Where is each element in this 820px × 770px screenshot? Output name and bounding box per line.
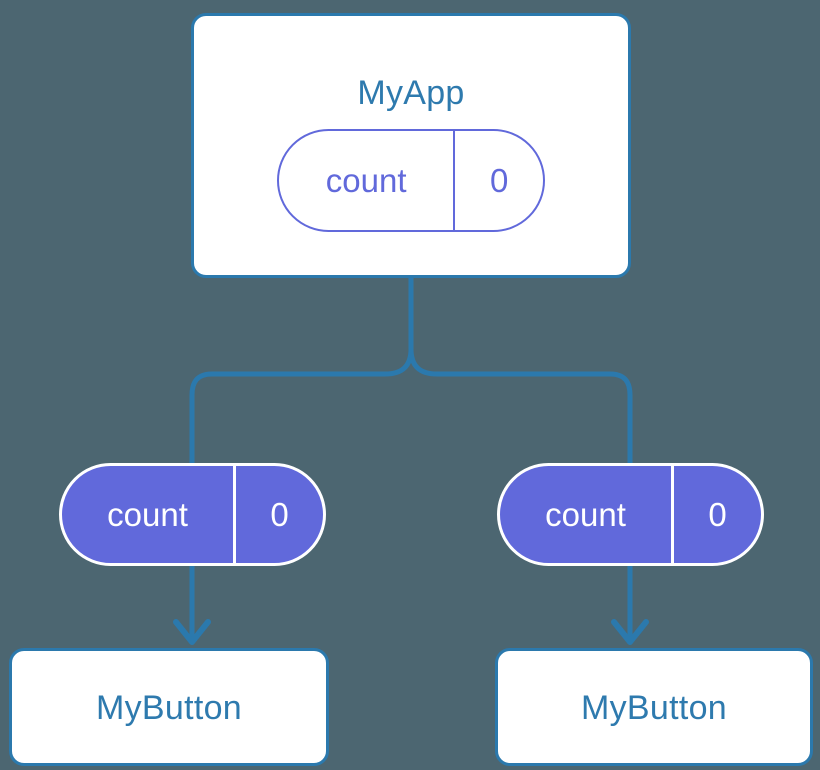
component-box-mybutton-left[interactable]: MyButton bbox=[9, 648, 329, 766]
prop-pill-right-count[interactable]: count 0 bbox=[497, 463, 764, 566]
prop-pill-left-key: count bbox=[62, 466, 237, 563]
state-pill-key: count bbox=[279, 131, 456, 230]
arrow-down-icon-right bbox=[611, 619, 649, 645]
prop-pill-right-key: count bbox=[500, 466, 675, 563]
component-title-mybutton-left: MyButton bbox=[95, 689, 243, 727]
component-title-mybutton-right: MyButton bbox=[580, 689, 728, 727]
prop-pill-left-value: 0 bbox=[270, 495, 289, 533]
component-title-myapp: MyApp bbox=[357, 74, 465, 112]
arrow-down-icon-left bbox=[173, 619, 211, 645]
prop-pill-right-value: 0 bbox=[708, 495, 727, 533]
branch-connector-right bbox=[408, 348, 633, 466]
branch-connector-left bbox=[189, 348, 414, 466]
state-pill-value: 0 bbox=[489, 161, 509, 199]
state-pill-myapp-count[interactable]: count 0 bbox=[277, 129, 545, 232]
component-box-mybutton-right[interactable]: MyButton bbox=[495, 648, 813, 766]
prop-pill-left-count[interactable]: count 0 bbox=[59, 463, 326, 566]
